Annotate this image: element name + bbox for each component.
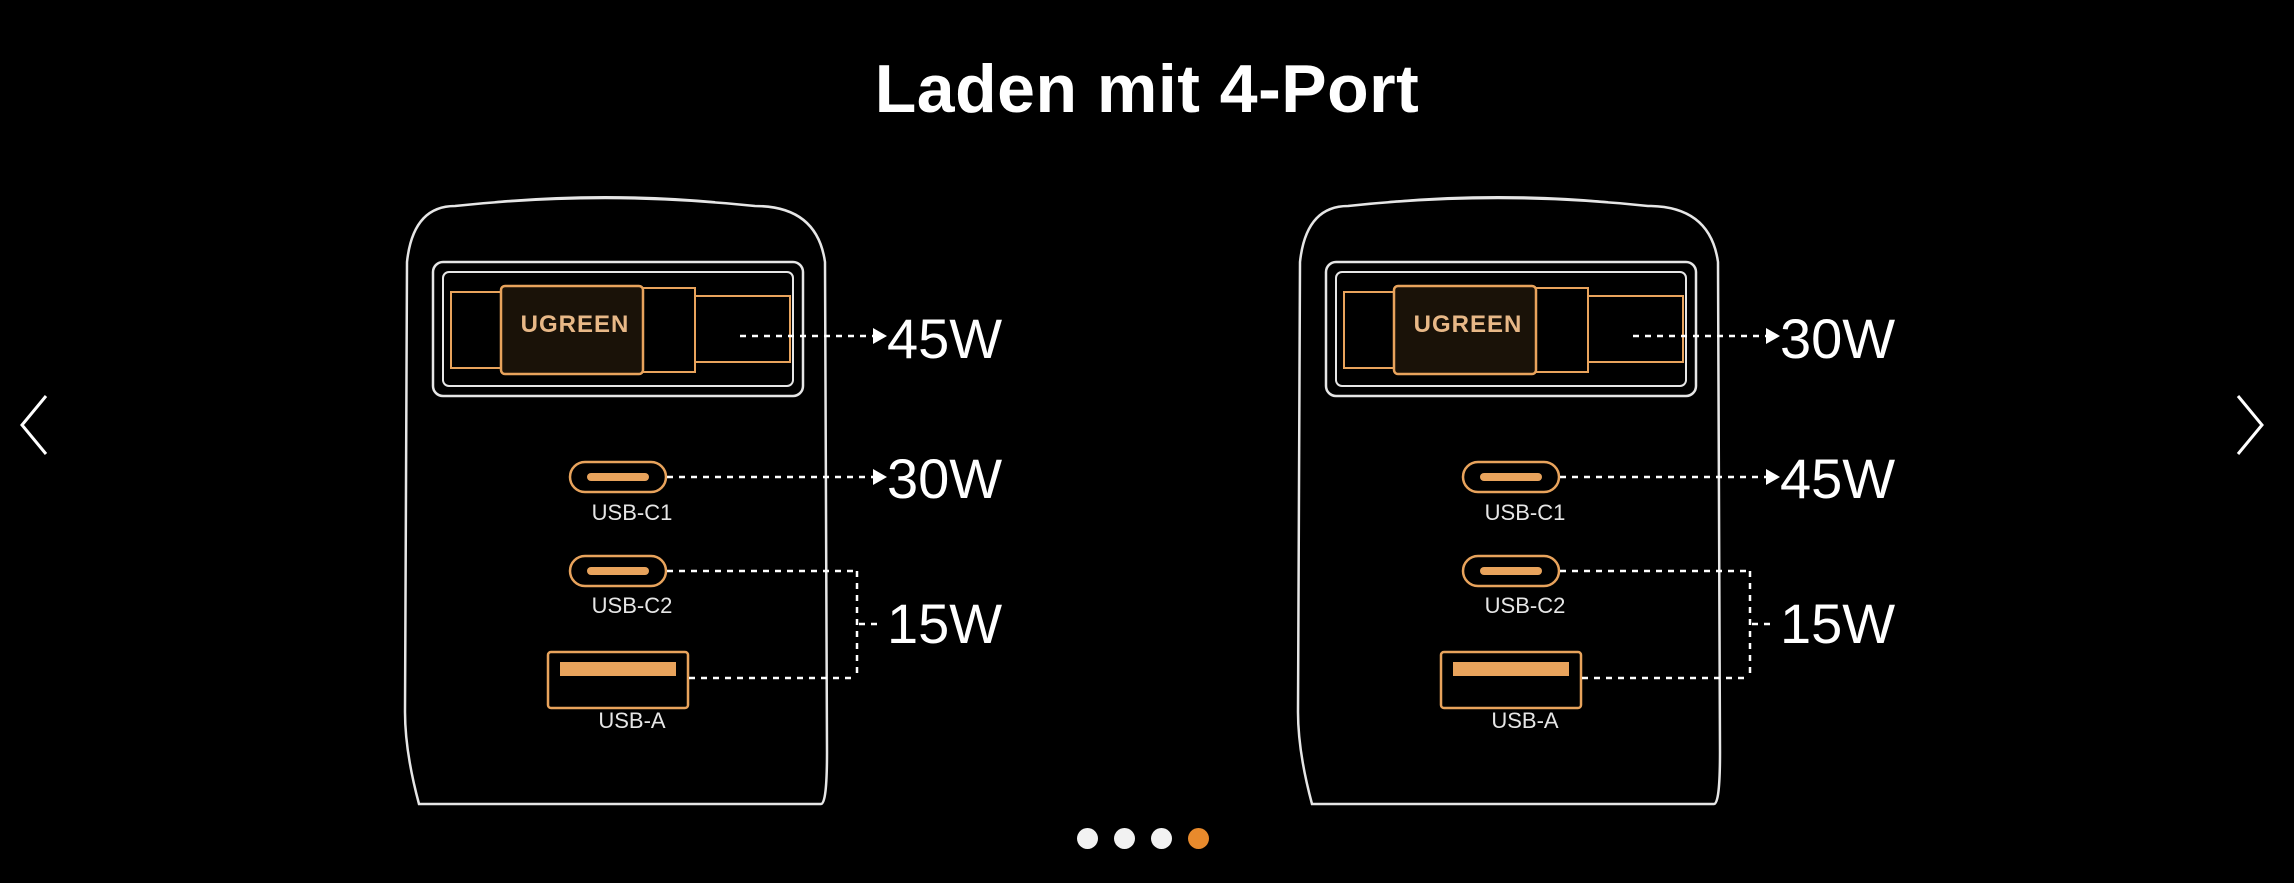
cable-port-wattage: 45W [887, 307, 1003, 370]
shared-port-wattage: 15W [887, 592, 1003, 655]
brand-label: UGREEN [520, 311, 630, 338]
charger-illustration [1296, 196, 1780, 806]
cable-port-wattage: 30W [1780, 307, 1896, 370]
charger-diagram-right: UGREEN USB-C1 USB-C2 USB-A 30W 45W 15W [1288, 192, 1948, 812]
pagination-dot-2[interactable] [1114, 828, 1135, 849]
usb-c1-wattage: 30W [887, 447, 1003, 510]
previous-slide-button[interactable] [10, 390, 60, 460]
pagination-dot-3[interactable] [1151, 828, 1172, 849]
shared-port-wattage: 15W [1780, 592, 1896, 655]
usb-c1-label: USB-C1 [1484, 500, 1566, 525]
next-slide-button[interactable] [2224, 390, 2274, 460]
usb-c1-label: USB-C1 [591, 500, 673, 525]
chevron-left-icon [20, 395, 48, 455]
usb-c2-label: USB-C2 [591, 593, 673, 618]
charger-diagram-left: UGREEN USB-C1 USB-C2 USB-A 45W 30W 15W [395, 192, 1055, 812]
carousel-pagination [1077, 828, 1209, 850]
usb-c2-label: USB-C2 [1484, 593, 1566, 618]
brand-label: UGREEN [1413, 311, 1523, 338]
usb-a-label: USB-A [1491, 708, 1559, 733]
usb-c1-wattage: 45W [1780, 447, 1896, 510]
chevron-right-icon [2236, 395, 2264, 455]
slide-title: Laden mit 4-Port [874, 51, 1420, 127]
charger-illustration [403, 196, 887, 806]
pagination-dot-1[interactable] [1077, 828, 1098, 849]
usb-a-label: USB-A [598, 708, 666, 733]
pagination-dot-4[interactable] [1188, 828, 1209, 849]
